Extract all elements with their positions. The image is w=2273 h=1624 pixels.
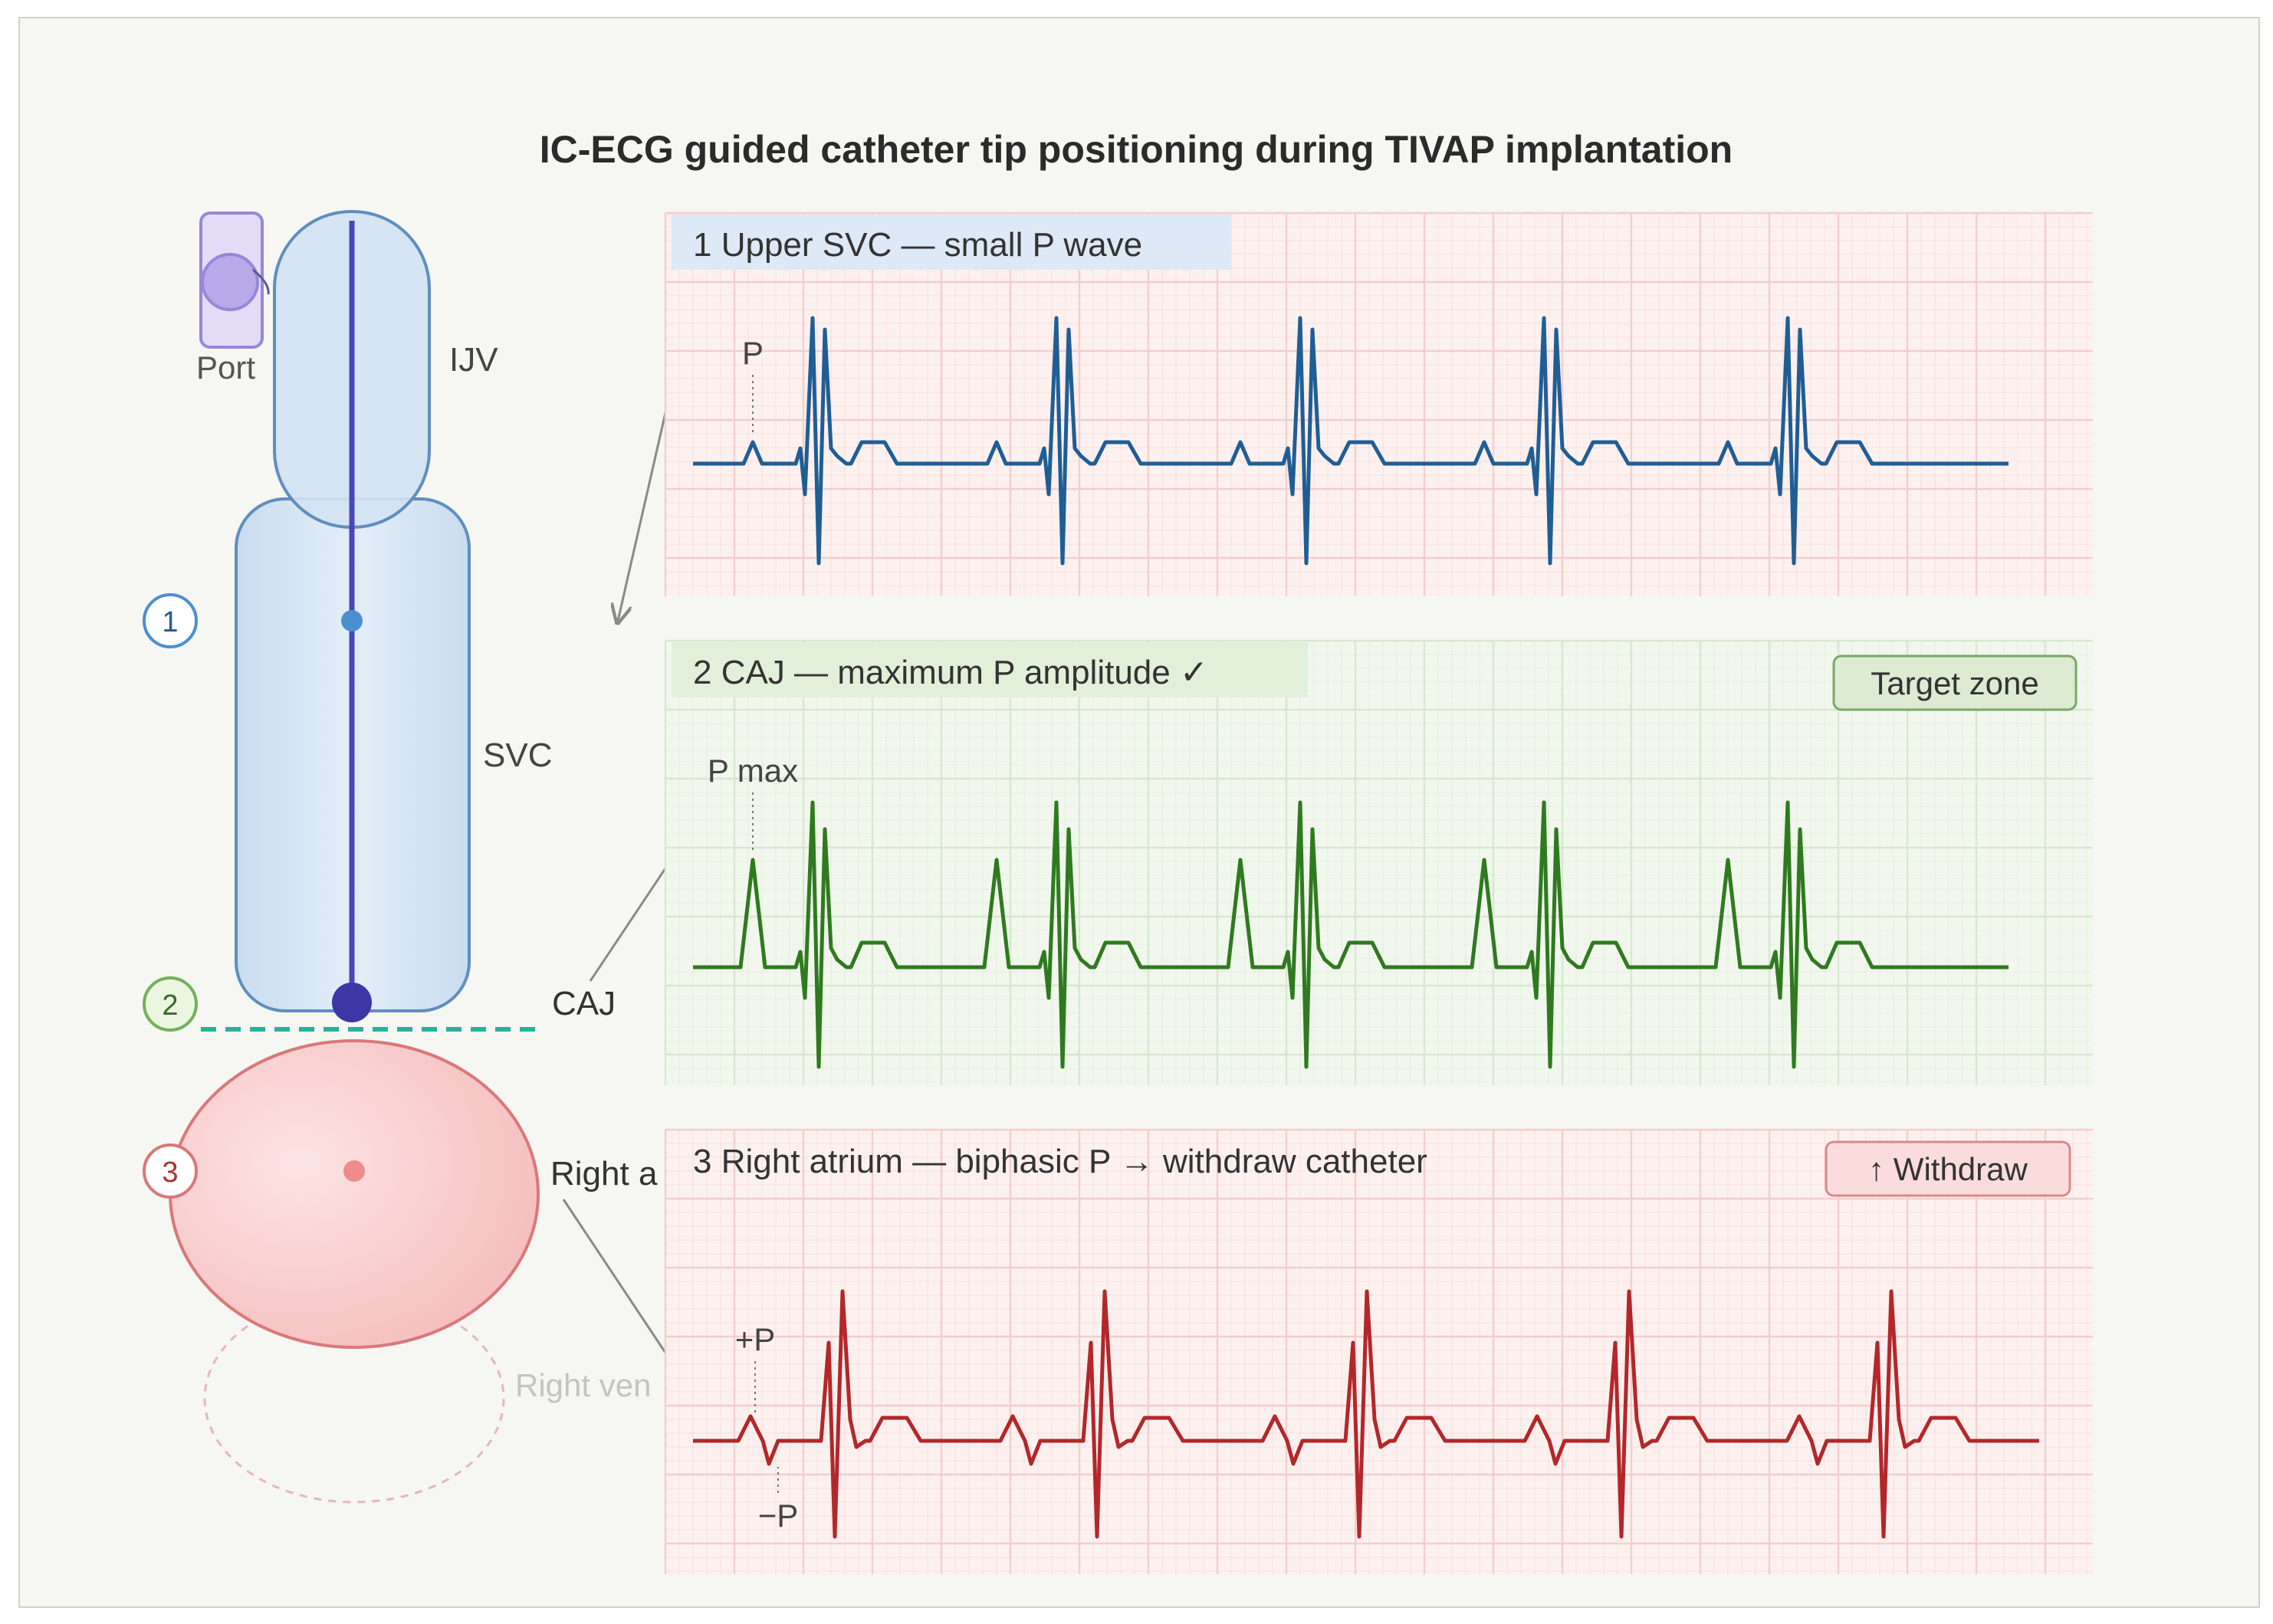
panel-header: 1 Upper SVC — small P wave: [693, 226, 1142, 264]
panel-header-bar: [672, 215, 1231, 270]
panel-header: 3 Right atrium — biphasic P → withdraw c…: [693, 1143, 1427, 1180]
ecg-grid-background: [665, 213, 2093, 596]
ecg-panel-right-atrium: 3 Right atrium — biphasic P → withdraw c…: [664, 1128, 2093, 1574]
wave-annotation: P: [742, 335, 764, 371]
port-reservoir: [201, 253, 259, 311]
ecg-grid-lines: [664, 212, 2093, 596]
connector-panel-1: [618, 405, 668, 621]
svg-text:2: 2: [162, 989, 178, 1022]
catheter-tip: [332, 983, 372, 1022]
connector-panel-2: [589, 865, 668, 982]
port-label: Port: [196, 349, 255, 385]
svc-label: SVC: [483, 737, 552, 774]
marker-2: 2: [143, 976, 198, 1032]
ecg-trace: [693, 1289, 2039, 1539]
figure-title: IC-ECG guided catheter tip positioning d…: [540, 128, 1733, 171]
connector-panel-3: [562, 1199, 667, 1353]
anatomy-diagram: Right ven Right a Port IJV SVC CAJ 1 2: [143, 210, 668, 1504]
port-connector: [252, 268, 270, 295]
marker-3: 3: [143, 1143, 198, 1199]
ecg-trace: [693, 800, 2009, 1069]
svg-text:1: 1: [162, 606, 178, 638]
ecg-trace: [693, 316, 2009, 566]
ecg-panel-caj: 2 CAJ — maximum P amplitude ✓ Target zone…: [664, 639, 2093, 1085]
panel-header: 2 CAJ — maximum P amplitude ✓: [693, 654, 1208, 691]
panel-header-bar: [672, 642, 1308, 697]
position-1-dot: [341, 610, 363, 632]
marker-1: 1: [143, 593, 198, 648]
wave-annotation: P max: [708, 753, 798, 789]
svg-text:3: 3: [162, 1156, 178, 1189]
caj-label: CAJ: [552, 985, 616, 1022]
ijv-label: IJV: [449, 341, 498, 379]
ecg-grid-background: [665, 1130, 2093, 1574]
right-atrium-shape: [169, 1039, 540, 1349]
panel-badge-label: Target zone: [1871, 665, 2038, 701]
right-atrium-label: Right a: [550, 1155, 658, 1193]
ecg-grid-lines: [664, 1128, 2093, 1574]
wave-annotation: −P: [758, 1498, 799, 1534]
panel-badge: [1825, 1140, 2071, 1197]
position-3-dot: [343, 1160, 365, 1182]
wave-annotation: +P: [735, 1321, 776, 1357]
panel-badge: [1832, 655, 2078, 711]
right-ventricle-label: Right ven: [515, 1367, 651, 1403]
ecg-grid-background: [665, 641, 2093, 1085]
panel-badge-label: ↑ Withdraw: [1868, 1151, 2028, 1187]
